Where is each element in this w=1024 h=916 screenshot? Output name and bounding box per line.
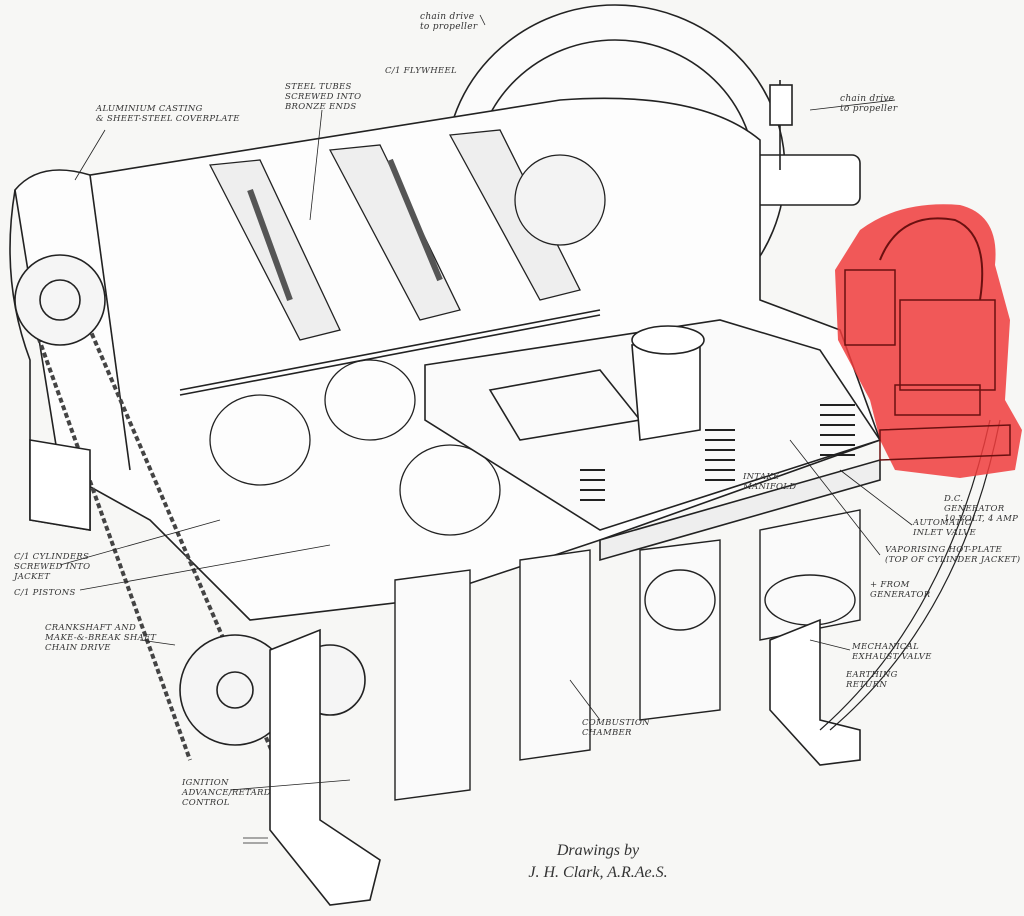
engine-mounts bbox=[29, 439, 861, 906]
label-ignition-control: IGNITION ADVANCE/RETARD CONTROL bbox=[182, 778, 271, 808]
label-chain-drive-top: chain drive to propeller bbox=[420, 12, 478, 32]
sprockets bbox=[14, 254, 366, 746]
label-dc-generator: D.C. GENERATOR 10 VOLT, 4 AMP bbox=[944, 494, 1019, 524]
dc-generator-highlight bbox=[835, 204, 1022, 478]
label-pistons: C/1 PISTONS bbox=[14, 588, 76, 598]
label-aluminium-casting: ALUMINIUM CASTING & SHEET-STEEL COVERPLA… bbox=[96, 104, 240, 124]
label-from-generator: + FROM GENERATOR bbox=[870, 580, 931, 600]
label-cylinders: C/1 CYLINDERS SCREWED INTO JACKET bbox=[14, 552, 91, 582]
label-intake-manifold: INTAKE MANIFOLD bbox=[743, 472, 797, 492]
label-steel-tubes: STEEL TUBES SCREWED INTO BRONZE ENDS bbox=[285, 82, 362, 112]
label-earthing-return: EARTHING RETURN bbox=[846, 670, 898, 690]
label-hot-plate: VAPORISING HOT-PLATE (TOP OF CYLINDER JA… bbox=[885, 545, 1021, 565]
label-inlet-valve: AUTOMATIC INLET VALVE bbox=[913, 518, 976, 538]
label-chain-drive-right: chain drive to propeller bbox=[840, 94, 898, 114]
credit-line-1: Drawings by bbox=[556, 842, 640, 859]
cylinder-bays bbox=[208, 129, 606, 536]
drawing-credit: Drawings by J. H. Clark, A.R.Ae.S. bbox=[478, 840, 718, 884]
drive-chain bbox=[23, 259, 282, 771]
artist-signature-mark bbox=[243, 837, 268, 844]
label-exhaust-valve: MECHANICAL EXHAUST VALVE bbox=[852, 642, 932, 662]
label-flywheel: C/1 FLYWHEEL bbox=[385, 66, 457, 76]
label-crankshaft: CRANKSHAFT AND MAKE-&-BREAK SHAFT CHAIN … bbox=[45, 623, 157, 653]
leader-lines bbox=[59, 14, 913, 791]
intake-manifold bbox=[424, 319, 882, 562]
label-combustion-chamber: COMBUSTION CHAMBER bbox=[582, 718, 650, 738]
lower-cylinders bbox=[394, 509, 861, 801]
credit-line-2: J. H. Clark, A.R.Ae.S. bbox=[528, 864, 668, 881]
